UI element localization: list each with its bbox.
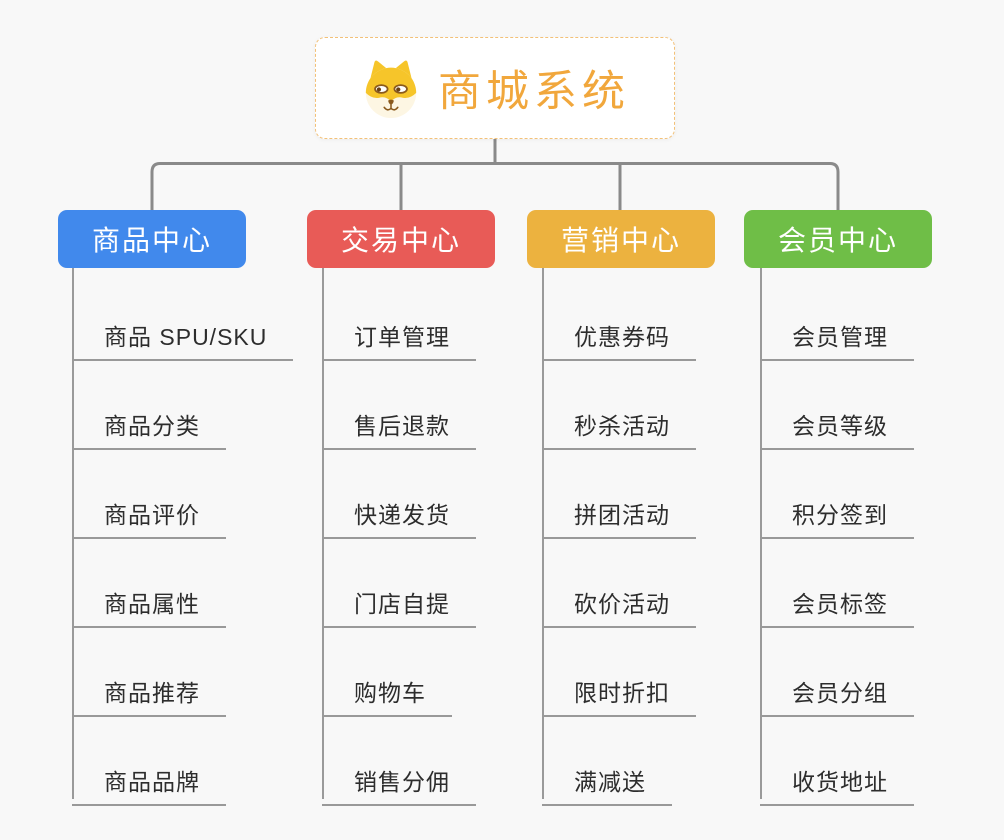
root-title: 商城系统 bbox=[438, 68, 630, 116]
child-item[interactable]: 商品评价 bbox=[72, 490, 226, 539]
child-item[interactable]: 秒杀活动 bbox=[542, 401, 696, 450]
child-item[interactable]: 会员标签 bbox=[760, 579, 914, 628]
child-item[interactable]: 砍价活动 bbox=[542, 579, 696, 628]
child-item[interactable]: 购物车 bbox=[322, 668, 452, 717]
shiba-dog-icon bbox=[365, 60, 417, 119]
branch-node-member-center[interactable]: 会员中心 bbox=[744, 210, 932, 268]
child-item[interactable]: 商品品牌 bbox=[72, 757, 226, 806]
child-item[interactable]: 门店自提 bbox=[322, 579, 476, 628]
child-item[interactable]: 销售分佣 bbox=[322, 757, 476, 806]
child-item[interactable]: 会员管理 bbox=[760, 312, 914, 361]
child-item[interactable]: 积分签到 bbox=[760, 490, 914, 539]
child-item[interactable]: 会员等级 bbox=[760, 401, 914, 450]
root-node[interactable]: 商城系统 bbox=[315, 37, 675, 139]
child-item[interactable]: 快递发货 bbox=[322, 490, 476, 539]
child-item[interactable]: 收货地址 bbox=[760, 757, 914, 806]
child-item[interactable]: 订单管理 bbox=[322, 312, 476, 361]
child-item[interactable]: 会员分组 bbox=[760, 668, 914, 717]
child-item[interactable]: 拼团活动 bbox=[542, 490, 696, 539]
child-item[interactable]: 满减送 bbox=[542, 757, 672, 806]
bus-bar-line bbox=[150, 162, 840, 210]
child-item[interactable]: 优惠券码 bbox=[542, 312, 696, 361]
child-item[interactable]: 限时折扣 bbox=[542, 668, 696, 717]
branch-node-trade-center[interactable]: 交易中心 bbox=[307, 210, 495, 268]
branch-node-marketing-center[interactable]: 营销中心 bbox=[527, 210, 715, 268]
child-item[interactable]: 商品 SPU/SKU bbox=[72, 312, 294, 361]
branch-node-product-center[interactable]: 商品中心 bbox=[58, 210, 246, 268]
child-item[interactable]: 商品推荐 bbox=[72, 668, 226, 717]
child-item[interactable]: 售后退款 bbox=[322, 401, 476, 450]
child-item[interactable]: 商品属性 bbox=[72, 579, 226, 628]
child-item[interactable]: 商品分类 bbox=[72, 401, 226, 450]
